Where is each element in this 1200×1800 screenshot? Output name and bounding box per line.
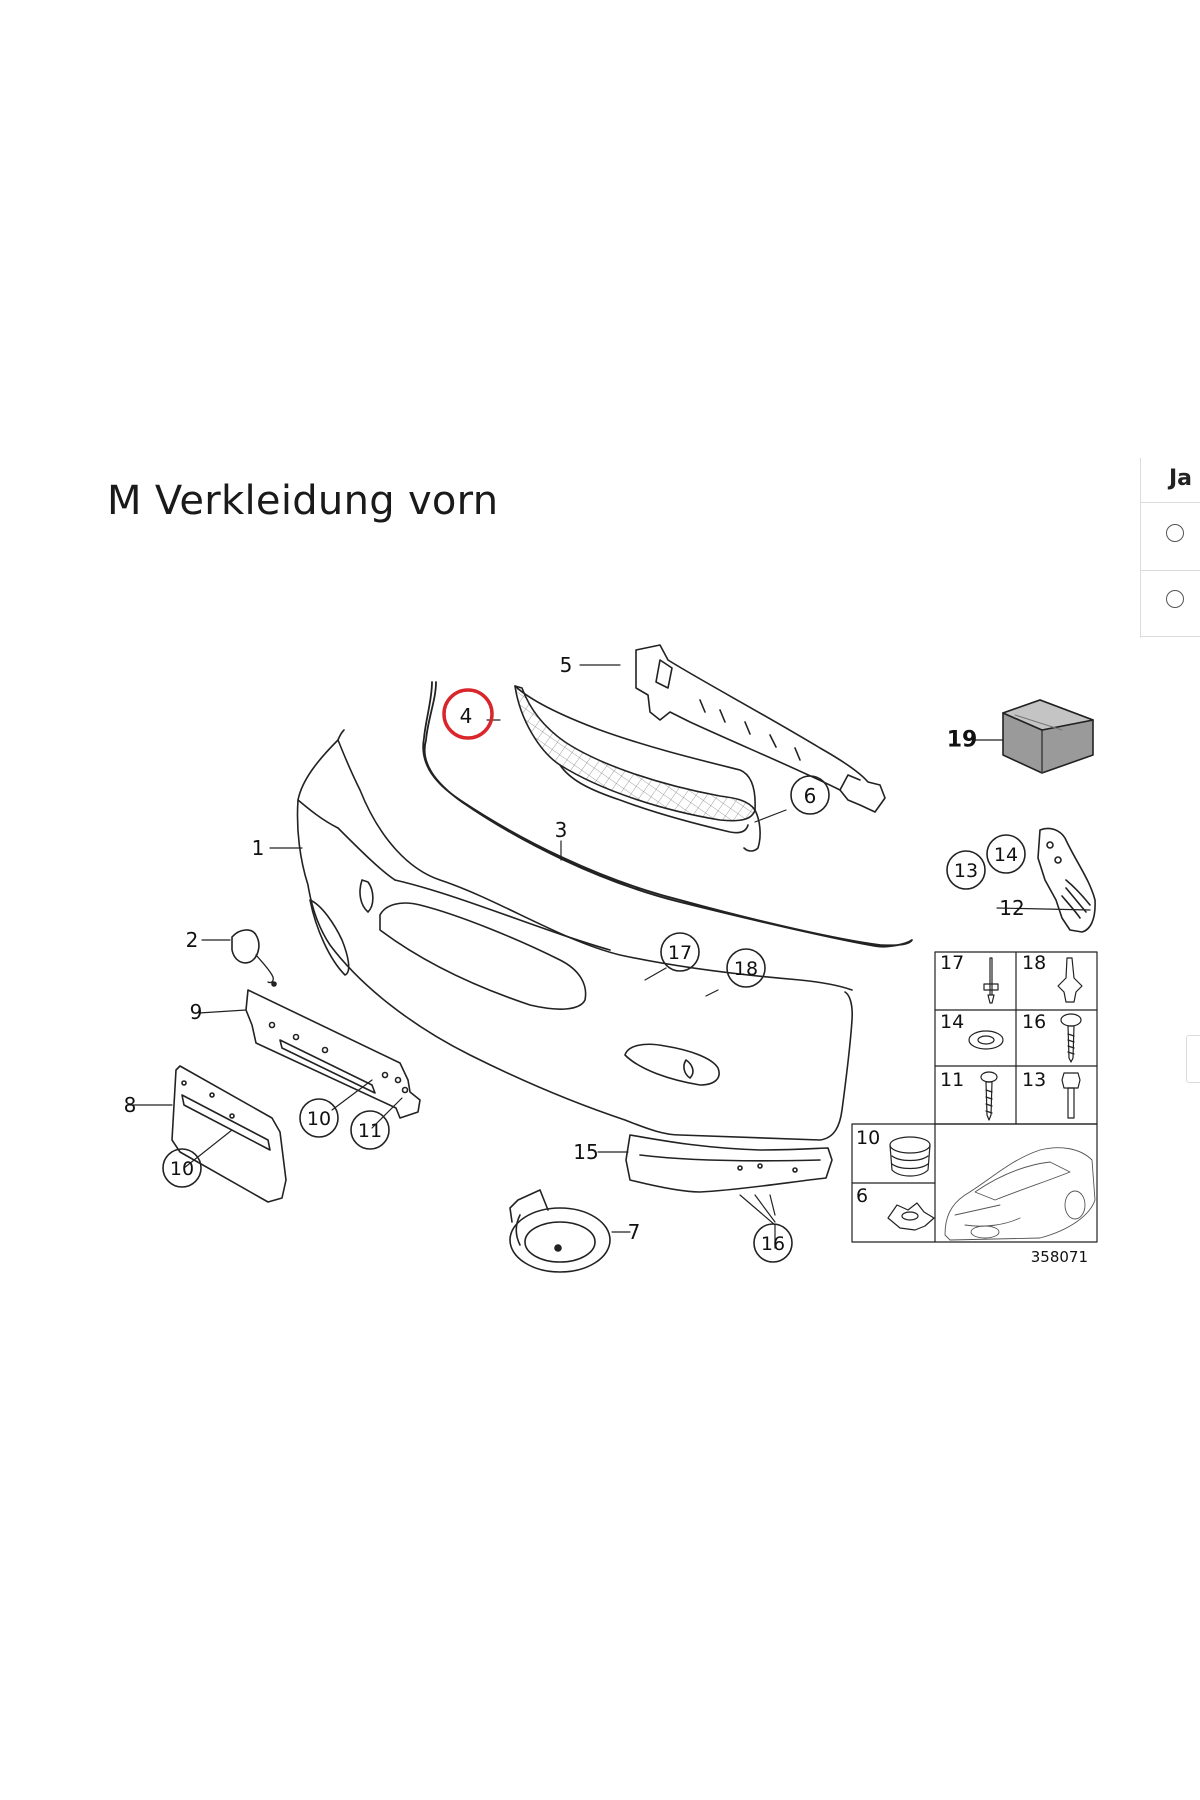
grid-label-17[interactable]: 17 — [940, 952, 964, 974]
fastener-leader — [739, 1194, 776, 1249]
license-plate-bracket — [245, 989, 421, 1119]
leader-lines — [127, 664, 1091, 1233]
callout-14[interactable]: 14 — [994, 844, 1018, 866]
license-plate — [171, 1065, 287, 1203]
fog-light-ring — [509, 1189, 611, 1273]
bumper-cover — [296, 729, 853, 1141]
callout-19[interactable]: 19 — [947, 728, 978, 753]
callout-2[interactable]: 2 — [186, 928, 199, 952]
divider — [1141, 636, 1200, 637]
callout-13[interactable]: 13 — [954, 860, 978, 882]
callout-circle-17[interactable] — [660, 932, 700, 972]
callout-circle-11[interactable] — [350, 1110, 390, 1150]
callout-1[interactable]: 1 — [252, 836, 265, 860]
grid-label-6[interactable]: 6 — [856, 1185, 868, 1207]
callout-10-a[interactable]: 10 — [307, 1108, 331, 1130]
option-radio-2[interactable] — [1166, 590, 1184, 608]
callout-9[interactable]: 9 — [190, 1000, 203, 1024]
grid-label-14[interactable]: 14 — [940, 1011, 964, 1033]
callout-circle-6[interactable] — [790, 775, 830, 815]
callout-11[interactable]: 11 — [358, 1120, 382, 1142]
panel-edge — [1186, 1035, 1200, 1083]
callout-3[interactable]: 3 — [555, 818, 568, 842]
side-bracket — [1037, 827, 1096, 933]
trim-strip — [422, 681, 913, 948]
hardware-grid — [851, 951, 1098, 1243]
callout-circles — [162, 775, 1026, 1263]
grid-label-18[interactable]: 18 — [1022, 952, 1046, 974]
callout-circle-18[interactable] — [726, 948, 766, 988]
grid-label-13[interactable]: 13 — [1022, 1069, 1046, 1091]
callout-circle-10a[interactable] — [299, 1098, 339, 1138]
column-header: Ja — [1169, 466, 1193, 491]
divider — [1141, 570, 1200, 571]
lower-spoiler — [625, 1134, 833, 1193]
diagram-reference-number: 358071 — [1031, 1248, 1088, 1266]
callout-circle-14[interactable] — [986, 834, 1026, 874]
upper-bracket — [635, 644, 886, 813]
grid-label-10[interactable]: 10 — [856, 1127, 880, 1149]
callout-6[interactable]: 6 — [804, 784, 817, 808]
callout-5[interactable]: 5 — [560, 653, 573, 677]
grid-label-11[interactable]: 11 — [940, 1069, 964, 1091]
callout-18[interactable]: 18 — [734, 958, 758, 980]
hardware-labels: 17 18 14 16 11 13 10 6 — [856, 952, 1046, 1207]
callout-circle-10b[interactable] — [162, 1148, 202, 1188]
callout-7[interactable]: 7 — [628, 1220, 641, 1244]
callout-circle-13[interactable] — [946, 850, 986, 890]
option-radio-1[interactable] — [1166, 524, 1184, 542]
grid-label-16[interactable]: 16 — [1022, 1011, 1046, 1033]
tow-hook-cover — [231, 929, 277, 987]
callout-circle-16[interactable] — [753, 1223, 793, 1263]
callout-15[interactable]: 15 — [573, 1140, 598, 1164]
highlight-ring — [442, 688, 494, 740]
callout-10-b[interactable]: 10 — [170, 1158, 194, 1180]
callout-8[interactable]: 8 — [124, 1093, 137, 1117]
callout-labels: 1 2 3 4 5 6 7 8 9 10 11 10 12 13 14 15 1… — [124, 653, 1025, 1255]
selection-column: Ja — [1140, 458, 1200, 638]
adhesive-block — [1002, 699, 1094, 774]
callout-16[interactable]: 16 — [761, 1233, 785, 1255]
center-grille — [514, 685, 761, 852]
callout-17[interactable]: 17 — [668, 942, 692, 964]
callout-4[interactable]: 4 — [460, 704, 473, 728]
callout-12[interactable]: 12 — [999, 896, 1024, 920]
divider — [1141, 502, 1200, 503]
page-title: M Verkleidung vorn — [107, 478, 499, 524]
